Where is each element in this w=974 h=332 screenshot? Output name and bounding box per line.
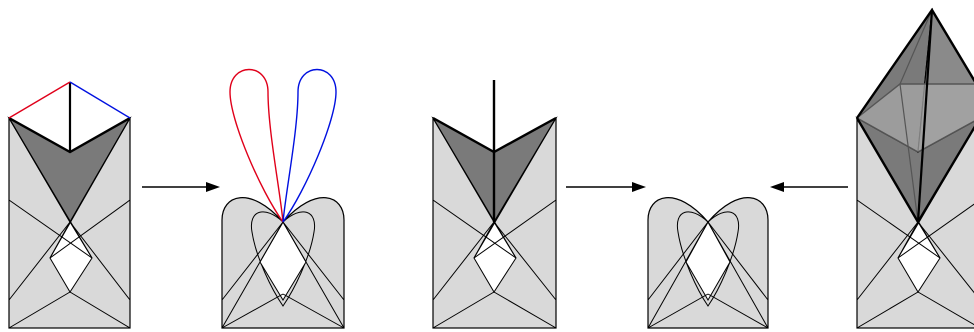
panel-folded-surface (647, 197, 769, 329)
panel4-inner-loop (676, 211, 740, 307)
arrow-left-3 (770, 182, 848, 192)
arrow-right-1 (142, 182, 220, 192)
panel5-hidden-edge-2 (899, 83, 919, 223)
panel4-edges (647, 221, 769, 329)
panel1-red-edge (8, 81, 71, 119)
panel1-edges (8, 117, 131, 329)
panel2-red-loop (229, 68, 284, 223)
panel5-hidden-edge-1 (899, 9, 933, 85)
panel3-edges (432, 117, 557, 329)
panel-folded-surface-loops (221, 68, 345, 329)
panel-polyhedron-bipyramid (855, 7, 974, 329)
panel2-inner-loop (250, 211, 316, 307)
arrow-right-2 (566, 182, 646, 192)
panel-polyhedron-spike (431, 80, 558, 329)
panel1-blue-edge (69, 81, 131, 119)
panel2-blue-loop (282, 68, 337, 223)
panel-polyhedron-colored-edges (7, 81, 132, 329)
panel2-edges (221, 221, 345, 329)
panel5-ridge (916, 9, 934, 223)
panel1-thick-v (8, 116, 131, 154)
